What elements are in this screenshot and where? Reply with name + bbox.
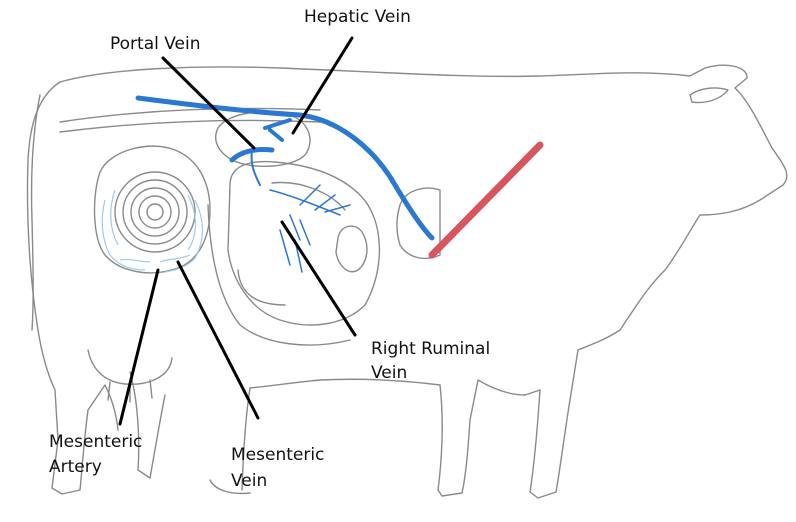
mesenteric-vein-label-line2: Vein <box>231 470 267 492</box>
mesenteric-artery-label-line2: Artery <box>49 456 102 478</box>
mesenteric-artery-label-line1: Mesenteric <box>49 431 142 453</box>
leader-lines <box>120 38 355 424</box>
mesenteric-vein-label-line1: Mesenteric <box>231 444 324 466</box>
right-ruminal-vein-label-line1: Right Ruminal <box>371 338 490 360</box>
right-ruminal-leader <box>282 222 355 335</box>
mesenteric-vein-leader <box>178 262 258 418</box>
blood-vessels <box>138 98 540 272</box>
hepatic-vein-label: Hepatic Vein <box>304 6 411 28</box>
right-ruminal-vein-label-line2: Vein <box>371 362 407 384</box>
aorta-artery <box>432 145 540 255</box>
portal-vein-label: Portal Vein <box>110 33 201 55</box>
portal-branch <box>252 150 260 185</box>
vena-cava-vein <box>138 98 432 238</box>
hepatic-vein-vessel <box>265 120 290 140</box>
mesenteric-vessel-network <box>102 190 202 272</box>
mesenteric-artery-leader <box>120 270 158 424</box>
